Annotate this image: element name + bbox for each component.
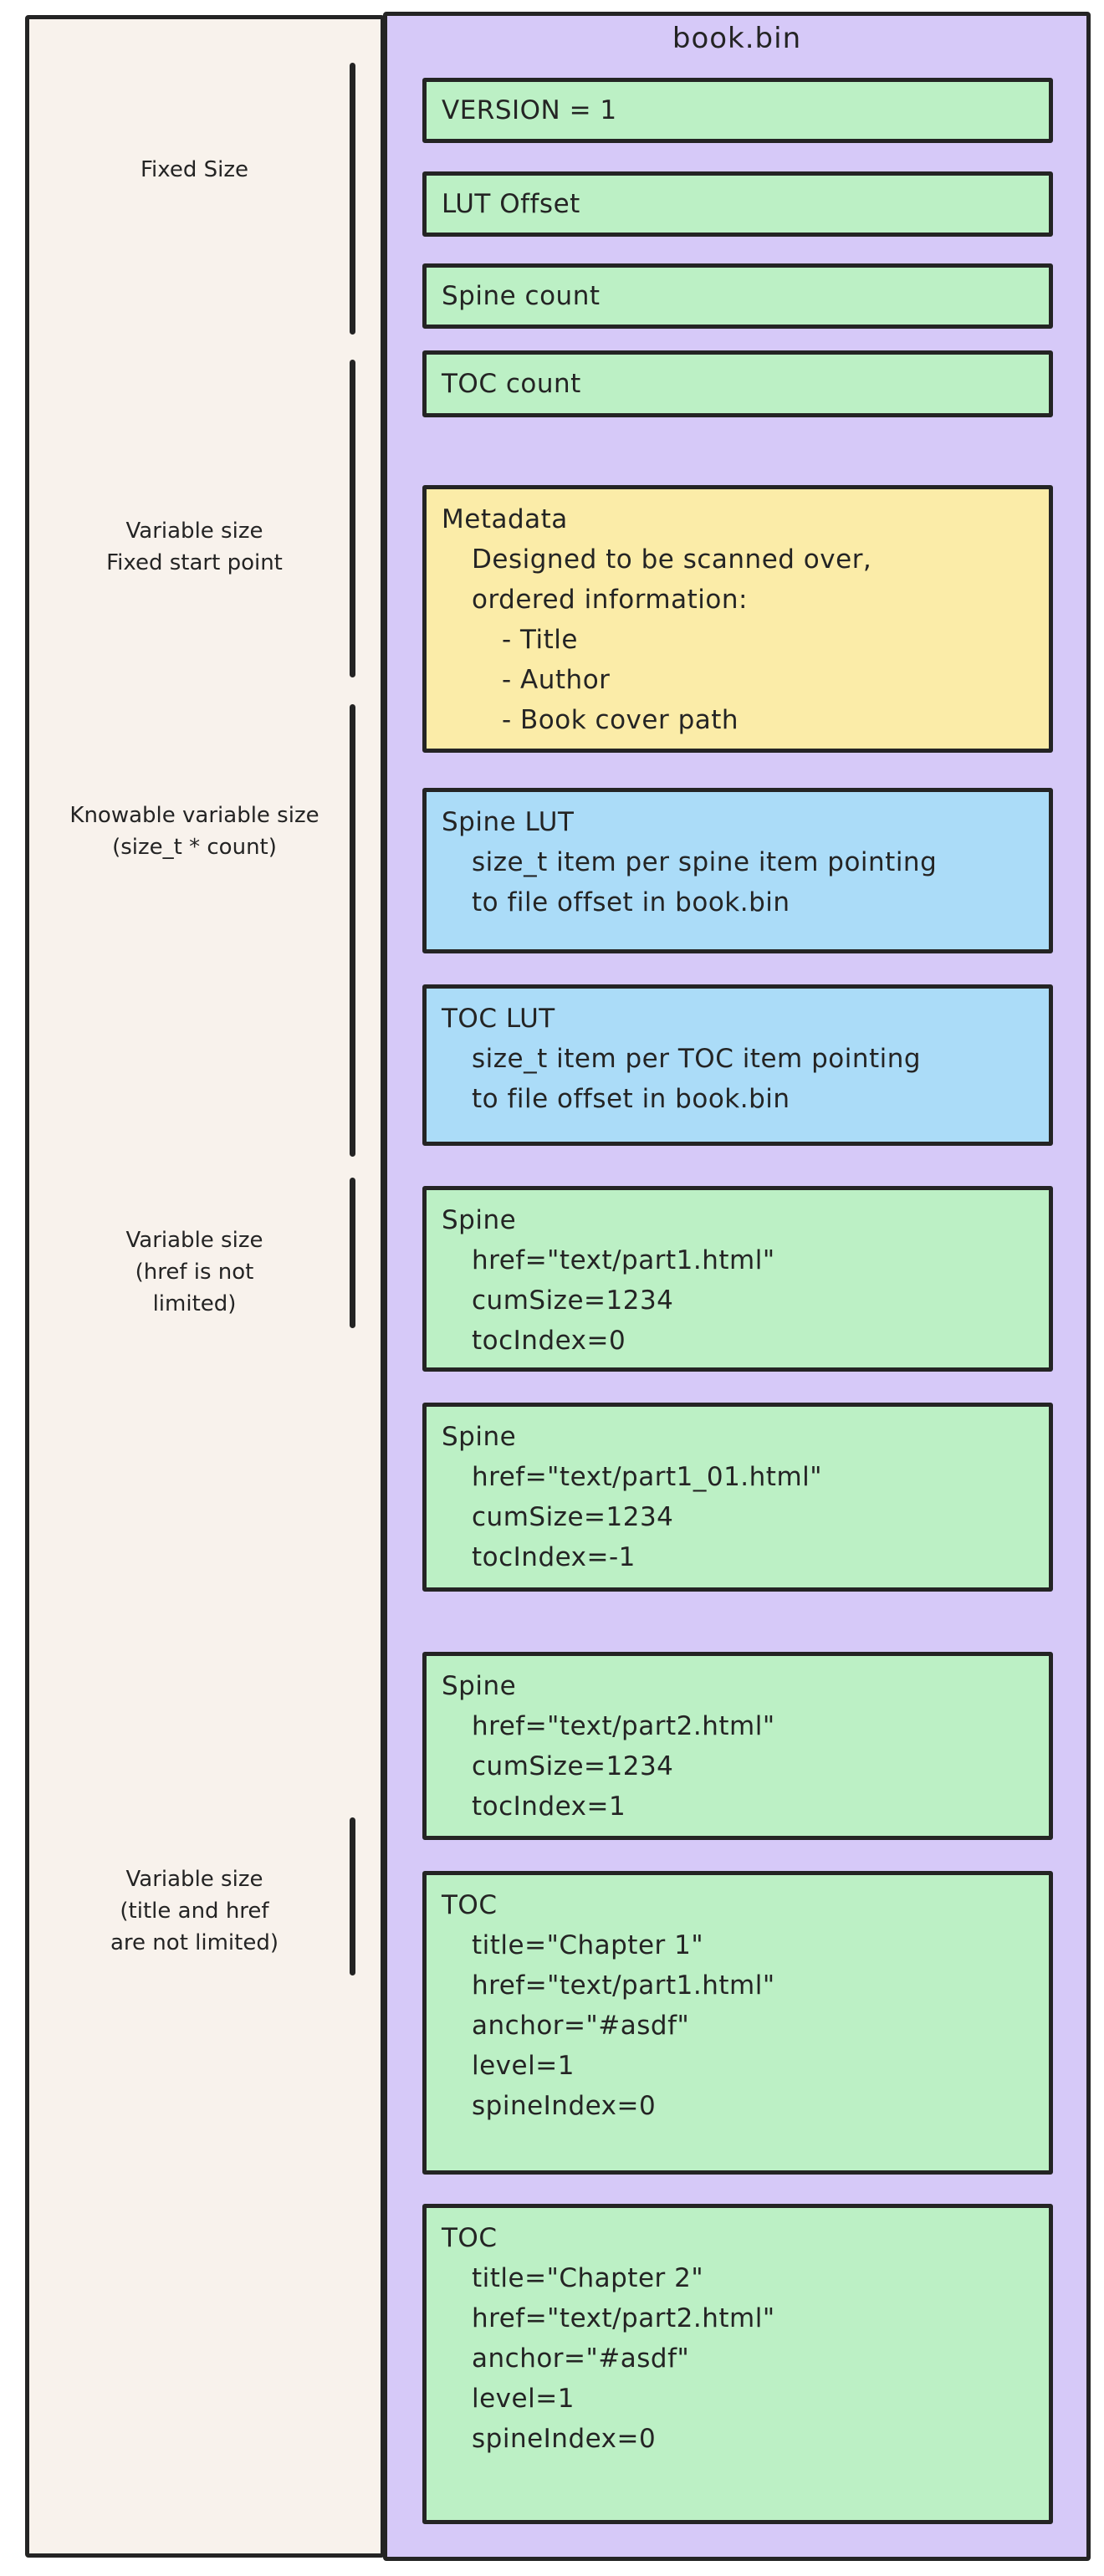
box-line: tocIndex=0 [472,1326,626,1356]
field-box-spine-count: Spine count [422,263,1053,329]
annotation-line: limited) [152,1291,237,1316]
bracket-variable-fixed-start [350,360,355,677]
box-line: - Book cover path [502,705,739,735]
box-line: href="text/part1_01.html" [472,1462,823,1492]
annotation-line: (href is not [135,1260,254,1285]
bracket-variable-href [350,1178,355,1328]
annotation-fixed-size: Fixed Size [46,154,343,186]
box-line: anchor="#asdf" [472,2011,690,2041]
spine-box-2: Spine href="text/part1_01.html" cumSize=… [422,1403,1053,1592]
box-line: Designed to be scanned over, [472,544,872,575]
box-line: level=1 [472,2051,575,2081]
annotation-variable-href: Variable size (href is not limited) [46,1224,343,1320]
toc-box-1: TOC title="Chapter 1" href="text/part1.h… [422,1871,1053,2175]
box-line: - Author [502,665,611,695]
annotation-line: Fixed Size [140,157,248,182]
annotation-line: are not limited) [110,1930,279,1955]
box-line: tocIndex=1 [472,1791,626,1822]
annotation-line: Variable size [125,519,263,544]
box-title: Metadata [442,504,568,534]
metadata-box: Metadata Designed to be scanned over, or… [422,485,1053,753]
annotation-line: Variable size [125,1867,263,1892]
spine-box-1: Spine href="text/part1.html" cumSize=123… [422,1186,1053,1372]
annotation-panel [25,15,385,2558]
annotation-line: (title and href [120,1899,269,1924]
box-line: level=1 [472,2384,575,2414]
box-line: spineIndex=0 [472,2424,657,2454]
spine-lut-box: Spine LUT size_t item per spine item poi… [422,788,1053,953]
field-box-lut-offset: LUT Offset [422,171,1053,237]
box-line: size_t item per spine item pointing [472,847,938,877]
annotation-line: Knowable variable size [69,803,319,828]
field-label: LUT Offset [442,189,580,219]
box-title: Spine [442,1422,517,1452]
field-box-toc-count: TOC count [422,350,1053,417]
box-line: size_t item per TOC item pointing [472,1044,922,1074]
toc-lut-box: TOC LUT size_t item per TOC item pointin… [422,984,1053,1146]
annotation-knowable-variable: Knowable variable size (size_t * count) [46,800,343,863]
bracket-knowable-variable [350,704,355,1157]
box-line: spineIndex=0 [472,2091,657,2121]
annotation-variable-title-href: Variable size (title and href are not li… [46,1863,343,1959]
toc-box-2: TOC title="Chapter 2" href="text/part2.h… [422,2204,1053,2524]
box-line: href="text/part2.html" [472,1711,775,1741]
box-line: cumSize=1234 [472,1285,674,1316]
box-line: href="text/part2.html" [472,2303,775,2333]
box-title: Spine LUT [442,807,575,837]
box-title: Spine [442,1671,517,1701]
box-line: - Title [502,625,578,655]
field-label: VERSION = 1 [442,95,617,125]
spine-box-3: Spine href="text/part2.html" cumSize=123… [422,1652,1053,1840]
box-title: TOC [442,2223,498,2253]
bracket-fixed-size [350,63,355,335]
box-title: Spine [442,1205,517,1235]
field-label: TOC count [442,369,581,399]
annotation-line: (size_t * count) [112,835,277,860]
box-line: title="Chapter 1" [472,1930,704,1960]
box-line: to file offset in book.bin [472,1084,790,1114]
box-line: tocIndex=-1 [472,1542,636,1572]
box-title: TOC LUT [442,1004,555,1034]
box-line: ordered information: [472,585,748,615]
box-line: href="text/part1.html" [472,1245,775,1275]
box-line: anchor="#asdf" [472,2343,690,2374]
box-line: cumSize=1234 [472,1751,674,1781]
box-line: to file offset in book.bin [472,887,790,917]
bracket-variable-title-href [350,1817,355,1975]
annotation-line: Variable size [125,1228,263,1253]
box-line: href="text/part1.html" [472,1970,775,2001]
box-line: cumSize=1234 [472,1502,674,1532]
file-title: book.bin [672,22,802,55]
box-line: title="Chapter 2" [472,2263,704,2293]
annotation-line: Fixed start point [106,550,283,575]
field-box-version: VERSION = 1 [422,78,1053,143]
field-label: Spine count [442,281,601,311]
annotation-variable-fixed-start: Variable size Fixed start point [46,515,343,579]
box-title: TOC [442,1890,498,1920]
